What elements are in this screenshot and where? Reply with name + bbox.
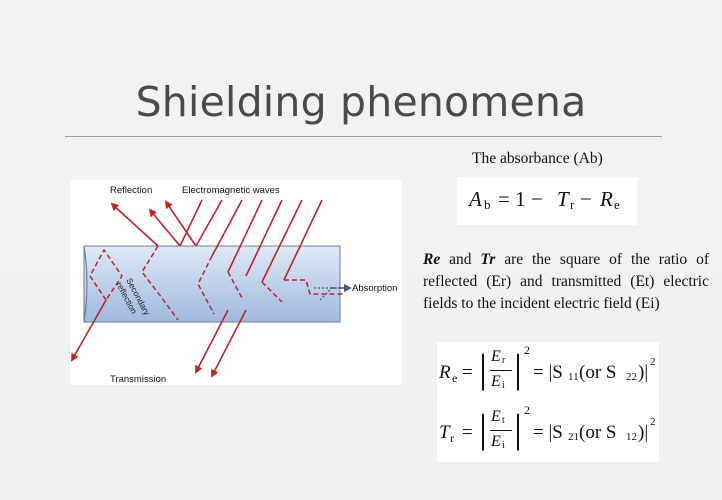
re-lhs-sub: e (452, 371, 458, 385)
label-em-waves: Electromagnetic waves (182, 185, 280, 196)
shielding-diagram-svg: Reflection Electromagnetic waves Absorpt… (71, 185, 397, 385)
tr-rhs-sub2: 12 (626, 431, 637, 443)
explanation-paragraph: Re and Tr are the square of the ratio of… (423, 249, 709, 315)
incident-waves (179, 199, 323, 283)
eq-t: T (557, 187, 569, 211)
incident-ray-3 (211, 199, 243, 257)
shielding-diagram: Reflection Electromagnetic waves Absorpt… (70, 180, 402, 385)
tr-exp: 2 (524, 403, 530, 417)
eq-a: A (469, 187, 482, 211)
tr-num: E (491, 408, 501, 425)
reflected-ray-2 (110, 202, 159, 247)
re-rhs-exp: 2 (650, 356, 656, 368)
tr-den: E (491, 433, 501, 450)
tr-rhs-sub: 21 (568, 431, 579, 443)
tr-bar-left: | (479, 406, 488, 451)
absorbance-equation: A b = 1 − T r − R e (457, 177, 637, 225)
re-rhs: = |S (533, 362, 563, 383)
eq-t-sub: r (570, 197, 575, 212)
transmitted-waves (71, 299, 247, 378)
eq-r: R (600, 187, 613, 211)
secondary-reflections (89, 245, 283, 321)
paragraph-rest: are the square of the ratio of reflected… (423, 251, 709, 312)
absorbed-ray (284, 279, 344, 295)
eq-r-sub: e (614, 197, 620, 212)
incident-ray-1 (179, 199, 203, 247)
re-den: E (491, 373, 501, 390)
tr-fraction-bar (490, 430, 512, 431)
absorbance-caption: The absorbance (Ab) (472, 150, 603, 167)
incident-ray-5 (245, 199, 283, 277)
eq-minus: − (580, 187, 592, 211)
re-exp: 2 (524, 343, 530, 357)
tr-lhs-sub: r (450, 431, 454, 445)
title-divider (65, 136, 662, 137)
tr-eq: = (462, 422, 473, 443)
tr-lhs: T (439, 422, 450, 443)
tr-rhs-exp: 2 (650, 416, 656, 428)
re-lhs: R (439, 362, 451, 383)
tr-rhs-mid: (or S (579, 422, 617, 443)
secondary-path-3 (197, 255, 215, 315)
shield-left-edge (83, 245, 88, 323)
re-term: Re (423, 251, 441, 268)
incident-ray-6 (261, 199, 303, 283)
label-absorption: Absorption (352, 283, 397, 294)
reflected-waves (110, 200, 197, 247)
re-bar-right: | (514, 346, 523, 391)
tr-bar-right: | (514, 406, 523, 451)
re-fraction-bar (490, 370, 512, 371)
tr-rhs: = |S (533, 422, 563, 443)
re-num: E (491, 348, 501, 365)
re-rhs-mid: (or S (579, 362, 617, 383)
re-rhs-sub2: 22 (626, 371, 637, 383)
label-transmission: Transmission (110, 374, 166, 385)
absorbed-wave (284, 279, 352, 301)
eq-rhs: = 1 − (498, 187, 543, 211)
re-bar-left: | (479, 346, 488, 391)
reflected-ray-1 (148, 208, 181, 247)
tr-num-sub: t (502, 415, 505, 426)
transmitted-ray-1 (71, 299, 107, 362)
re-rhs-sub: 11 (568, 371, 579, 383)
tr-den-sub: i (502, 440, 505, 451)
label-reflection: Reflection (110, 185, 152, 196)
tr-term: Tr (480, 251, 496, 268)
incident-ray-7 (283, 199, 323, 281)
eq-a-sub: b (484, 197, 491, 212)
secondary-path-2 (141, 245, 179, 321)
and-text: and (440, 251, 481, 268)
secondary-path-4 (227, 271, 243, 299)
secondary-path-1 (89, 248, 123, 301)
transmitted-ray-2 (195, 309, 229, 374)
incident-ray-2 (195, 199, 223, 247)
reflected-ray-3 (164, 200, 197, 247)
re-rhs-end: )| (638, 362, 649, 383)
secondary-path-5 (261, 281, 283, 303)
ratio-equations: R e = | E r E i | 2 = |S 11 (or S 22 )| … (437, 342, 659, 462)
re-eq: = (462, 362, 473, 383)
tr-rhs-end: )| (638, 422, 649, 443)
slide-title: Shielding phenomena (135, 78, 587, 126)
re-num-sub: r (502, 355, 506, 366)
re-den-sub: i (502, 380, 505, 391)
incident-ray-4 (227, 199, 263, 273)
transmitted-ray-3 (211, 309, 247, 378)
